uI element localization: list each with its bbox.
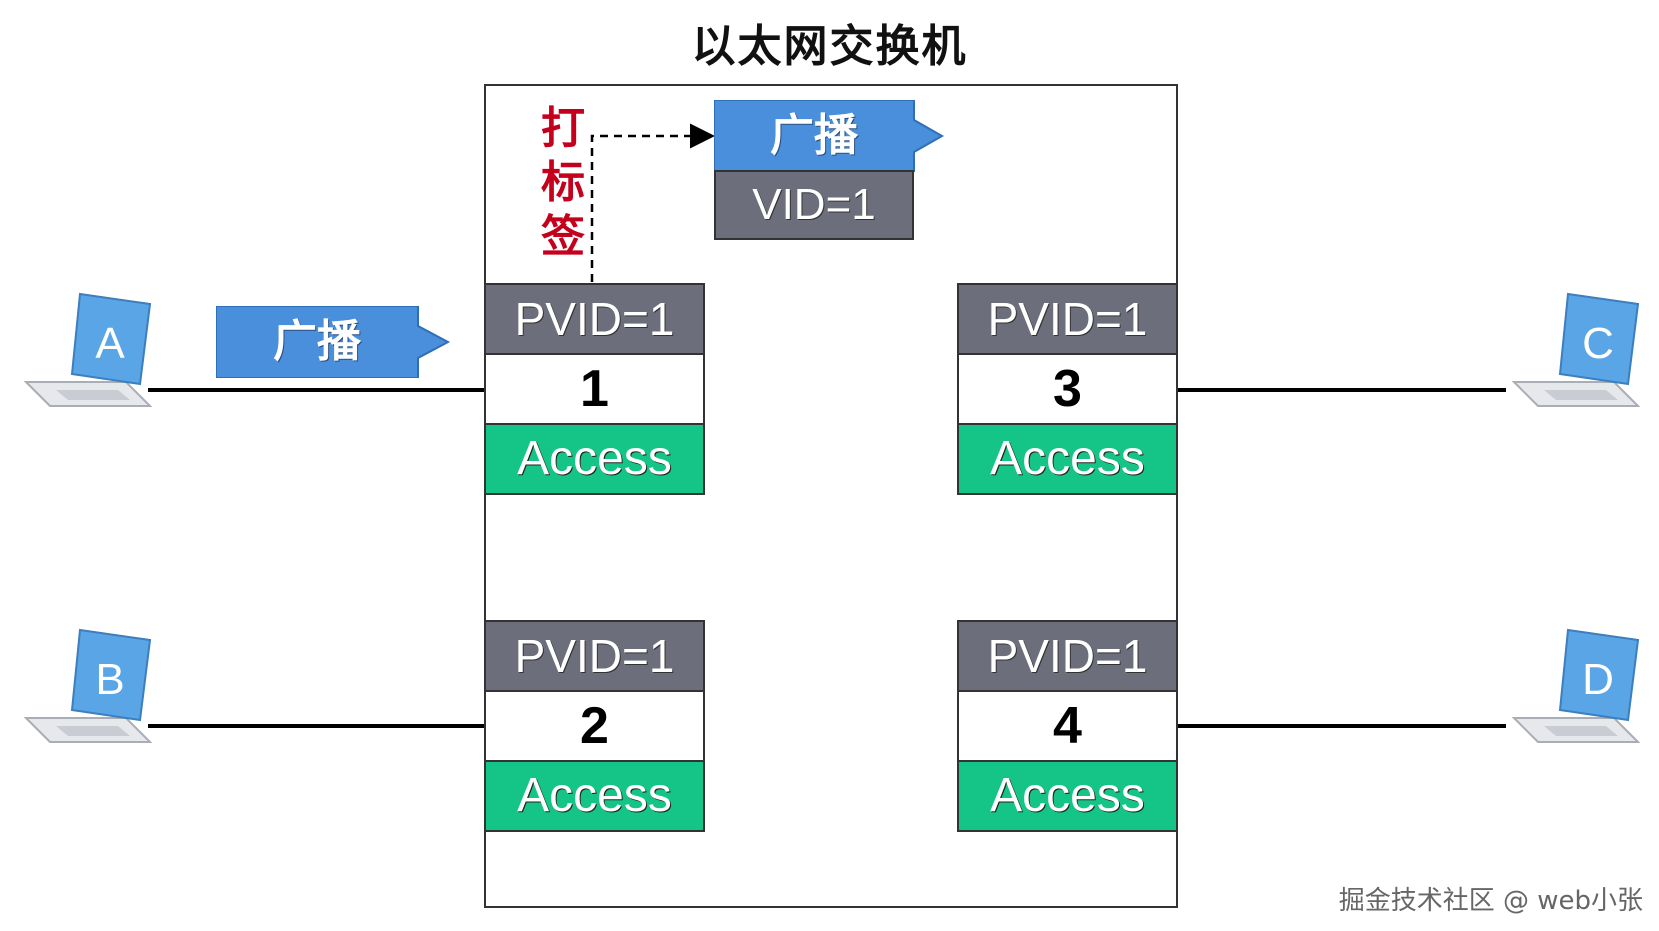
port-2-pvid: PVID=1 <box>486 622 703 692</box>
incoming-frame-shape <box>216 306 451 378</box>
tag-label-char-2: 标 <box>541 157 585 208</box>
host-b-label: B <box>95 655 124 704</box>
tag-label-char-1: 打 <box>541 103 585 154</box>
host-d-laptop-icon: D <box>1511 628 1641 743</box>
port-4-mode: Access <box>959 762 1176 830</box>
tag-label-char-3: 签 <box>541 211 585 262</box>
diagram-title: 以太网交换机 <box>691 21 968 72</box>
watermark: 掘金技术社区 @ web小张 <box>1338 886 1643 916</box>
tagging-dashed-arrow <box>590 123 715 282</box>
tag-label: 打 标 签 <box>538 102 588 264</box>
host-a-laptop-icon: A <box>23 292 153 407</box>
port-1: PVID=1 1 Access <box>484 283 705 495</box>
host-b-laptop-icon: B <box>23 628 153 743</box>
tagged-frame: 广播 VID=1 <box>714 100 946 242</box>
tagged-frame-vid: VID=1 <box>714 170 914 240</box>
port-4-number: 4 <box>959 692 1176 762</box>
port-4: PVID=1 4 Access <box>957 620 1178 832</box>
incoming-frame-label: 广播 <box>273 316 361 367</box>
link-a-port1 <box>148 388 486 392</box>
link-b-port2 <box>148 724 486 728</box>
port-1-mode: Access <box>486 425 703 493</box>
incoming-broadcast-frame: 广播 <box>216 306 452 378</box>
port-4-pvid: PVID=1 <box>959 622 1176 692</box>
host-d-label: D <box>1582 655 1614 704</box>
port-2: PVID=1 2 Access <box>484 620 705 832</box>
port-3-pvid: PVID=1 <box>959 285 1176 355</box>
port-1-pvid: PVID=1 <box>486 285 703 355</box>
port-2-number: 2 <box>486 692 703 762</box>
tagged-frame-label: 广播 <box>770 110 858 161</box>
host-c-laptop-icon: C <box>1511 292 1641 407</box>
link-port4-d <box>1176 724 1506 728</box>
port-2-mode: Access <box>486 762 703 830</box>
host-c-label: C <box>1582 319 1614 368</box>
tagged-frame-shape <box>714 100 945 172</box>
port-3-number: 3 <box>959 355 1176 425</box>
link-port3-c <box>1176 388 1506 392</box>
port-1-number: 1 <box>486 355 703 425</box>
port-3: PVID=1 3 Access <box>957 283 1178 495</box>
port-3-mode: Access <box>959 425 1176 493</box>
host-a-label: A <box>95 319 125 368</box>
